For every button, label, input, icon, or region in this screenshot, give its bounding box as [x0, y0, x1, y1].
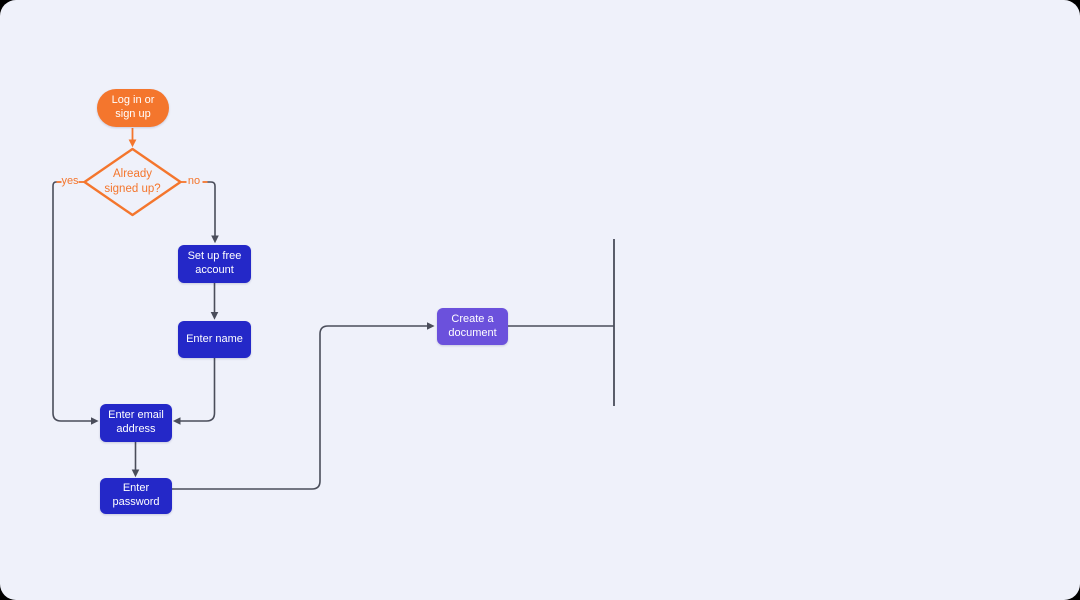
node-login-signup[interactable]: Log in or sign up [97, 89, 169, 127]
node-enter-name[interactable]: Enter name [178, 321, 251, 358]
connector-login-to-decision [128, 128, 137, 148]
connector-name-to-email [172, 358, 216, 425]
edge-label-no: no [187, 175, 201, 187]
connector-setup-to-name [210, 283, 219, 320]
node-setup-free-account[interactable]: Set up free account [178, 245, 251, 283]
node-create-document[interactable]: Create a document [437, 308, 508, 345]
node-enter-email-address[interactable]: Enter email address [100, 404, 172, 442]
connector-yes-to-email [52, 181, 99, 425]
connector-password-to-create [172, 322, 435, 490]
edge-label-yes: yes [61, 175, 79, 187]
decision-diamond-shape[interactable] [83, 147, 182, 217]
node-enter-password[interactable]: Enter password [100, 478, 172, 514]
connector-no-to-setup [207, 181, 219, 244]
node-decision-label[interactable]: Already signed up? [104, 168, 161, 195]
connector-email-to-password [131, 442, 140, 478]
